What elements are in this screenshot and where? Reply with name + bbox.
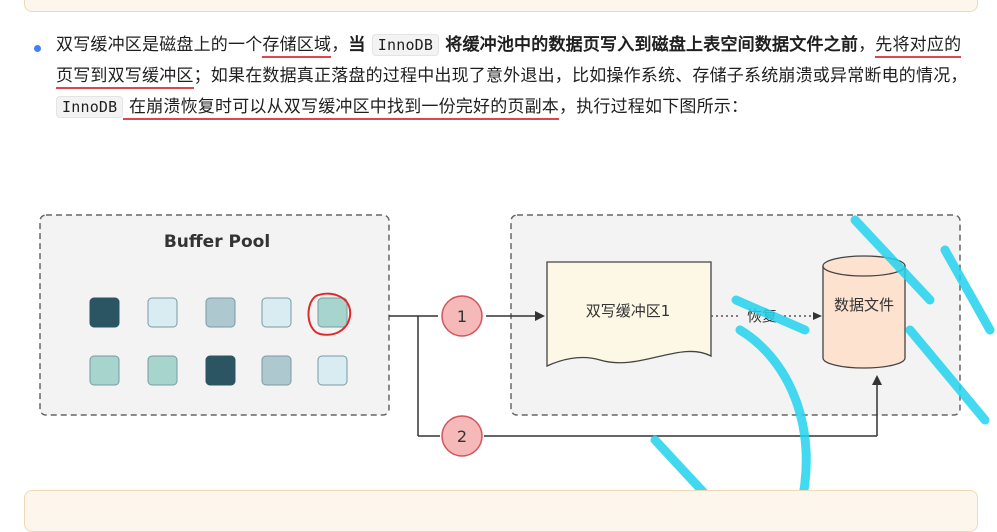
arrow-head [813,312,822,320]
bullet-point [34,45,41,52]
para-underlined-3: 在崩溃恢复时可以从双写缓冲区中找到一份完好的页副本 [123,97,559,120]
watermark-strokes [650,215,995,510]
page-square [261,355,292,386]
page-square [89,297,120,328]
para-bold-2: 将缓冲池中的数据页写入到磁盘上表空间数据文件之前 [439,35,859,55]
page-square [317,297,348,328]
step-2-badge [441,415,483,457]
arrow-head [872,375,882,385]
page-square [317,355,348,386]
paragraph: 双写缓冲区是磁盘上的一个存储区域，当 InnoDB 将缓冲池中的数据页写入到磁盘… [56,30,971,123]
note-box-top [24,0,978,12]
inline-code-innodb-1: InnoDB [371,34,440,56]
page-square [89,355,120,386]
para-text-2: ， [331,35,349,55]
para-underlined-1: 存储区域 [262,35,332,58]
para-text-3: ， [858,35,876,55]
doublewrite-buffer-label: 双写缓冲区1 [586,302,671,320]
note-box-bottom [24,490,978,532]
page-square [147,355,178,386]
step-1-label: 1 [457,307,467,326]
doublewrite-buffer-shape [546,261,712,368]
buffer-pool-title: Buffer Pool [164,232,270,252]
step-2-label: 2 [457,427,467,446]
doublewrite-diagram: Buffer Pool 1 双写缓冲区1 恢复 数据文件 2 [39,214,995,510]
data-file-cylinder-top [822,255,906,277]
para-underlined-2: 先将对应的页写到双写缓冲区 [56,35,962,89]
data-file-cylinder [822,266,906,369]
arrow-head [535,311,545,321]
page-square [261,297,292,328]
page-square [205,297,236,328]
para-text-5: ，执行过程如下图所示： [559,97,749,117]
annotation-circle [307,292,352,336]
page-square [147,297,178,328]
para-text-4: ；如果在数据真正落盘的过程中出现了意外退出，比如操作系统、存储子系统崩溃或异常断… [193,66,968,86]
inline-code-innodb-2: InnoDB [56,96,124,118]
para-text-1: 双写缓冲区是磁盘上的一个 [56,35,263,55]
para-bold-1: 当 [348,35,372,55]
data-file-label: 数据文件 [834,296,894,314]
page-square [205,355,236,386]
step-1-badge [441,295,483,337]
